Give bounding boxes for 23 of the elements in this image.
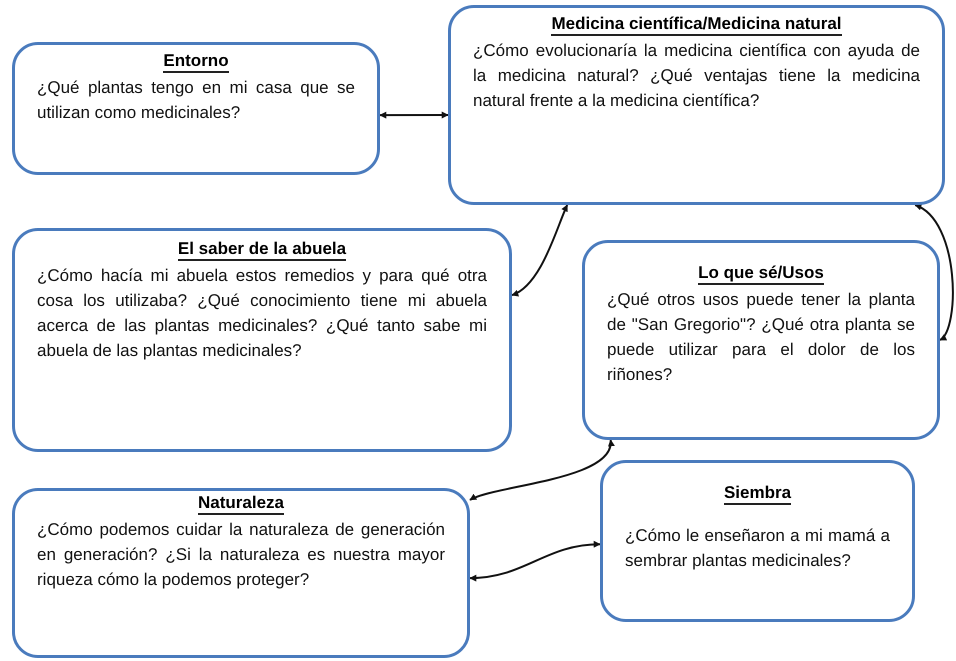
box-heading: El saber de la abuela — [178, 239, 346, 261]
box-heading: Medicina científica/Medicina natural — [551, 14, 842, 36]
double-arrow — [469, 541, 601, 582]
text-box — [12, 228, 512, 452]
text-box — [448, 5, 945, 205]
text-box — [12, 42, 380, 175]
double-arrow — [469, 439, 614, 501]
box-heading: Entorno — [163, 51, 229, 73]
text-box — [600, 460, 915, 622]
double-arrow — [379, 112, 449, 119]
box-heading: Siembra — [724, 483, 792, 505]
question-text: ¿Cómo le enseñaron a mi mamá a sembrar plantas medicinales? — [625, 525, 890, 572]
question-text: ¿Qué plantas tengo en mi casa que se utilizan como medicinales? — [37, 77, 355, 124]
question-text: ¿Cómo evolucionaría la medicina científica con ayuda de la medicina natural? ¿Qué ventajas tiene la medicina natural frente a la medicina científica? — [473, 40, 920, 112]
question-text: ¿Cómo podemos cuidar la naturaleza de generación en generación? ¿Si la naturaleza es nuestra mayor riqueza cómo la podemos proteger? — [37, 519, 445, 591]
text-box — [582, 240, 940, 440]
box-heading: Naturaleza — [198, 493, 284, 515]
text-box — [12, 488, 470, 658]
question-text: ¿Qué otros usos puede tener la planta de "San Gregorio"? ¿Qué otra planta se puede utilizar para el dolor de los riñones? — [607, 289, 915, 386]
double-arrow — [511, 204, 568, 296]
double-arrow — [914, 204, 954, 341]
question-text: ¿Cómo hacía mi abuela estos remedios y para qué otra cosa los utilizaba? ¿Qué conocimiento tiene mi abuela acerca de las plantas medicinales? ¿Qué tanto sabe mi abuela de las plantas medicinales? — [37, 265, 487, 362]
box-heading: Lo que sé/Usos — [698, 263, 824, 285]
